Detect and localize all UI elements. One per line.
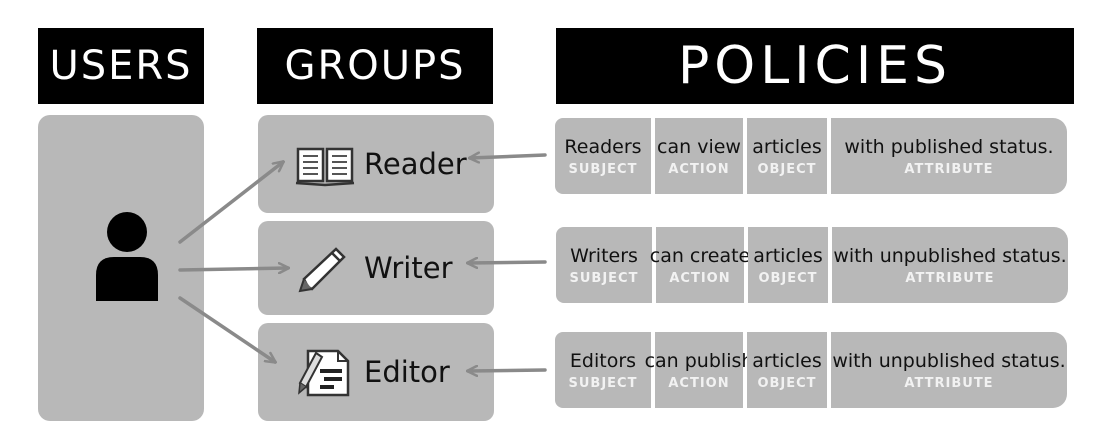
policies-header-label: POLICIES — [677, 36, 953, 96]
subject-tag: SUBJECT — [568, 161, 638, 177]
policy-subject-cell: Writers SUBJECT — [556, 227, 652, 303]
user-to-writer-arrow — [178, 268, 288, 270]
user-to-editor-arrow — [178, 296, 275, 362]
groups-header-label: GROUPS — [284, 43, 466, 89]
policy-attribute-cell: with unpublished status. ATTRIBUTE — [831, 332, 1067, 408]
object-tag: OBJECT — [757, 375, 817, 391]
policy-subject: Editors — [569, 349, 637, 372]
attribute-tag: ATTRIBUTE — [904, 161, 994, 177]
policy-subject-cell: Readers SUBJECT — [555, 118, 651, 194]
users-header: USERS — [38, 28, 204, 104]
policy-object-cell: articles OBJECT — [747, 118, 827, 194]
person-icon — [96, 212, 158, 301]
policy-subject-cell: Editors SUBJECT — [555, 332, 651, 408]
document-edit-icon — [298, 349, 350, 397]
group-reader-label: Reader — [364, 147, 467, 181]
subject-tag: SUBJECT — [568, 375, 638, 391]
action-tag: ACTION — [668, 161, 730, 177]
policy-action: can create — [649, 244, 751, 267]
policies-header: POLICIES — [556, 28, 1074, 104]
policy-row: Editors SUBJECT can publish ACTION artic… — [555, 332, 1067, 408]
users-header-label: USERS — [49, 43, 193, 89]
policy-action-cell: can view ACTION — [655, 118, 743, 194]
group-editor-label: Editor — [364, 355, 450, 389]
object-tag: OBJECT — [758, 270, 818, 286]
policy1-to-reader-arrow — [470, 155, 547, 158]
users-panel — [38, 115, 204, 421]
policy-action-cell: can create ACTION — [650, 227, 750, 303]
policy-subject: Writers — [570, 244, 638, 267]
user-to-reader-arrow — [178, 162, 283, 244]
group-editor: Editor — [258, 323, 494, 421]
action-tag: ACTION — [668, 375, 730, 391]
policy-action: can publish — [644, 349, 754, 372]
pencil-icon — [298, 247, 346, 293]
policy-row: Readers SUBJECT can view ACTION articles… — [555, 118, 1067, 194]
attribute-tag: ATTRIBUTE — [904, 375, 994, 391]
policy-object: articles — [753, 244, 823, 267]
policy-object-cell: articles OBJECT — [747, 332, 827, 408]
subject-tag: SUBJECT — [569, 270, 639, 286]
group-writer-label: Writer — [364, 251, 453, 285]
policy-attribute-cell: with published status. ATTRIBUTE — [831, 118, 1067, 194]
group-writer: Writer — [258, 221, 494, 315]
group-reader: Reader — [258, 115, 494, 213]
policy3-to-editor-arrow — [468, 370, 547, 371]
policy-action-cell: can publish ACTION — [645, 332, 753, 408]
policy-object-cell: articles OBJECT — [748, 227, 828, 303]
policy-object: articles — [752, 349, 822, 372]
action-tag: ACTION — [669, 270, 731, 286]
book-icon — [295, 147, 355, 187]
object-tag: OBJECT — [757, 161, 817, 177]
policy-attribute: with unpublished status. — [833, 244, 1067, 267]
policy-attribute-cell: with unpublished status. ATTRIBUTE — [832, 227, 1068, 303]
attribute-tag: ATTRIBUTE — [905, 270, 995, 286]
policy-subject: Readers — [564, 135, 642, 158]
policy-attribute: with unpublished status. — [832, 349, 1066, 372]
groups-header: GROUPS — [257, 28, 493, 104]
policy-attribute: with published status. — [844, 135, 1054, 158]
policy-action: can view — [657, 135, 741, 158]
policy-object: articles — [752, 135, 822, 158]
policy2-to-writer-arrow — [468, 262, 547, 263]
policy-row: Writers SUBJECT can create ACTION articl… — [556, 227, 1068, 303]
